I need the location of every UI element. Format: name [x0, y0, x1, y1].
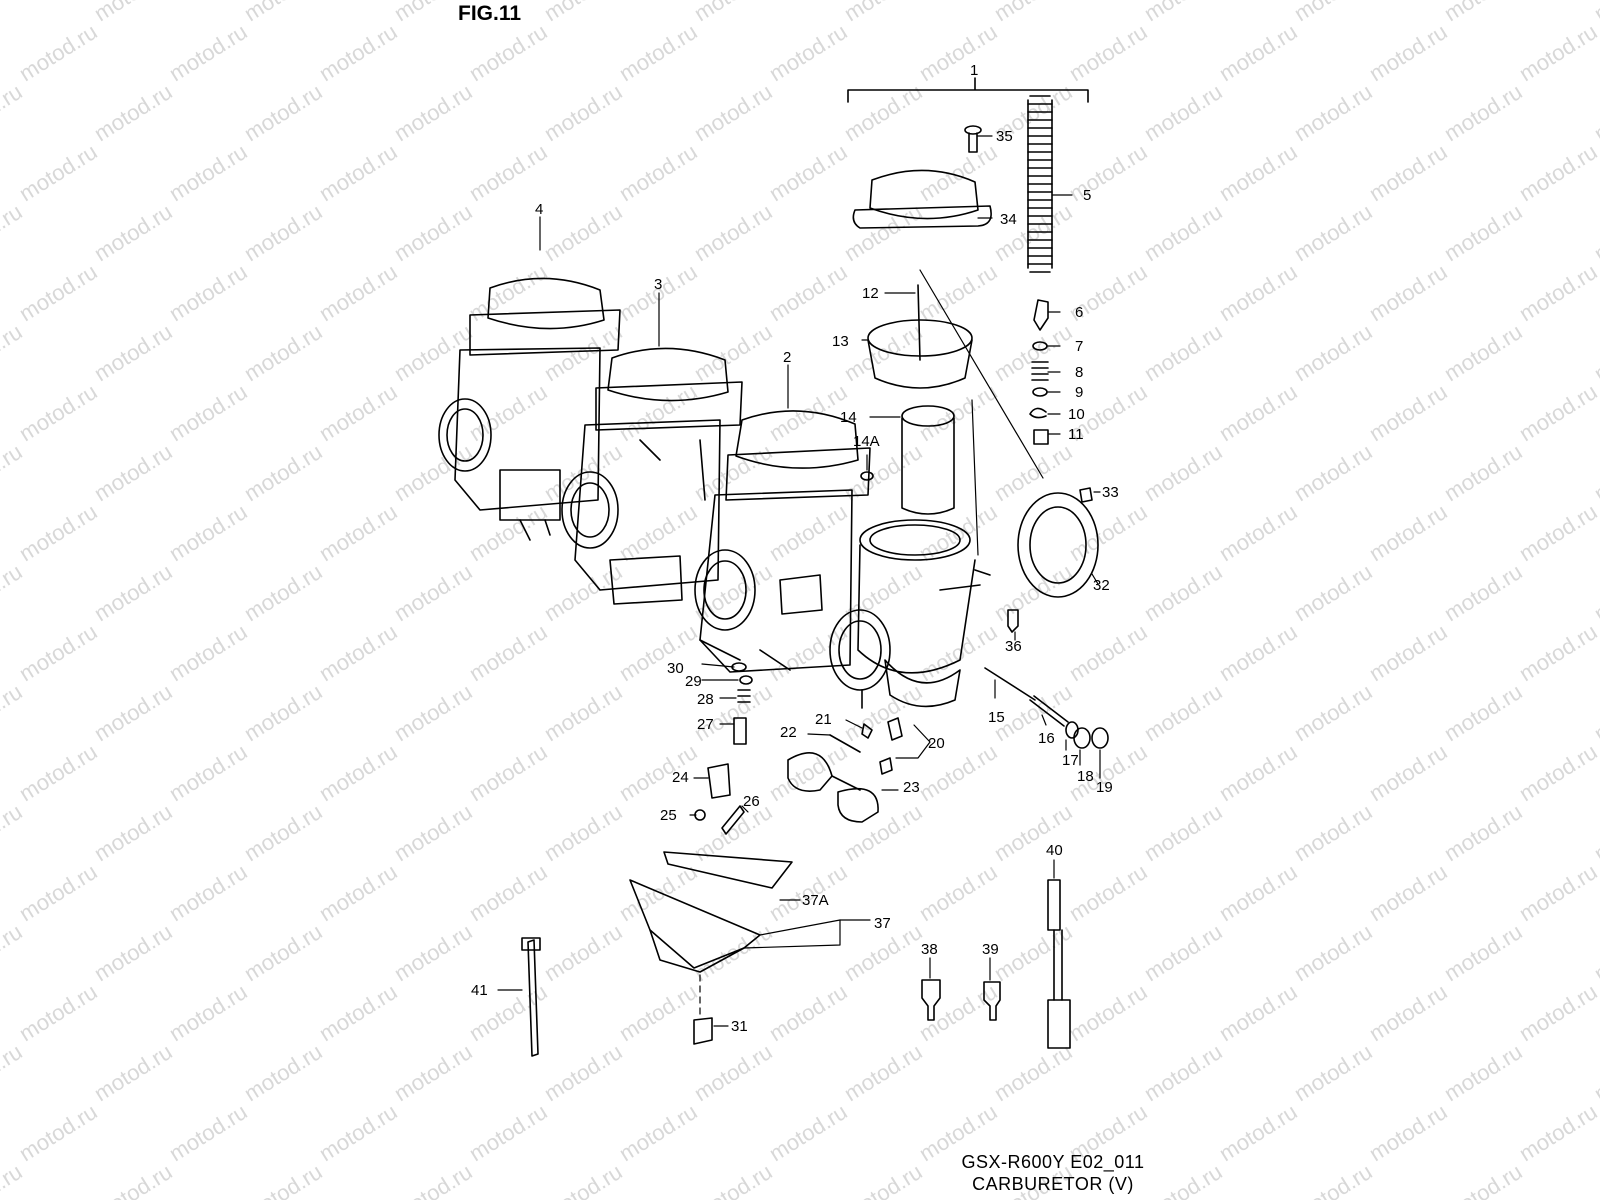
callout-10: 10: [1068, 406, 1085, 423]
part-13-diaphragm: [867, 319, 973, 389]
callout-5: 5: [1083, 187, 1091, 204]
part-5-spring: [1027, 95, 1053, 273]
part-39-sensor: [983, 981, 1001, 1021]
callout-14: 14: [840, 409, 857, 426]
callout-41: 41: [471, 982, 488, 999]
callout-13: 13: [832, 333, 849, 350]
callout-19: 19: [1096, 779, 1113, 796]
carburetor-3: [561, 347, 743, 605]
callout-36: 36: [1005, 638, 1022, 655]
callout-40: 40: [1046, 842, 1063, 859]
part-18-seal: [1073, 727, 1091, 749]
part-8-spring: [1031, 361, 1049, 381]
part-24-jet: [707, 763, 731, 799]
part-28-spring: [737, 689, 751, 703]
callout-33: 33: [1102, 484, 1119, 501]
part-22-float-pin: [829, 734, 861, 753]
callout-1: 1: [970, 62, 978, 79]
figure-title: FIG.11: [458, 2, 522, 25]
part-23-float: [787, 752, 879, 823]
part-14-piston: [901, 405, 955, 515]
leader-lines: [497, 135, 1101, 1027]
callout-16: 16: [1038, 730, 1055, 747]
callout-27: 27: [697, 716, 714, 733]
callout-23: 23: [903, 779, 920, 796]
callout-35: 35: [996, 128, 1013, 145]
callout-21: 21: [815, 711, 832, 728]
carburetor-2: [694, 410, 871, 673]
callout-37: 37: [874, 915, 891, 932]
callout-11: 11: [1068, 426, 1084, 443]
part-6-screw: [1033, 299, 1049, 331]
part-31-drain-screw: [693, 1017, 713, 1045]
callout-8: 8: [1075, 364, 1083, 381]
callout-25: 25: [660, 807, 677, 824]
callout-6: 6: [1075, 304, 1083, 321]
callout-14a: 14A: [853, 433, 880, 450]
callout-17: 17: [1062, 752, 1079, 769]
part-11-nut: [1033, 429, 1049, 445]
part-41-cable-tie: [527, 939, 539, 1057]
part-21-screw: [861, 723, 873, 739]
part-33-screw: [1079, 487, 1093, 503]
figure-name-caption: CARBURETOR (V): [972, 1174, 1134, 1194]
part-37-float-chamber: [629, 851, 793, 973]
callout-22: 22: [780, 724, 797, 741]
callout-3: 3: [654, 276, 662, 293]
part-19-nut: [1091, 727, 1109, 749]
part-35-screw: [964, 125, 982, 153]
part-12-jet-needle: [917, 284, 921, 361]
part-16-spring: [1029, 695, 1069, 727]
callout-29: 29: [685, 673, 702, 690]
part-7-washer: [1032, 341, 1048, 351]
part-29-o-ring: [739, 675, 753, 685]
callout-9: 9: [1075, 384, 1083, 401]
callout-4: 4: [535, 201, 543, 218]
callout-15: 15: [988, 709, 1005, 726]
part-34-top-cap: [852, 169, 992, 229]
callout-24: 24: [672, 769, 689, 786]
carburetor-1-body: [829, 519, 991, 709]
part-10-clip: [1029, 407, 1047, 419]
part-20-needle-valve: [879, 717, 903, 775]
callout-18: 18: [1077, 768, 1094, 785]
part-26-pilot-jet: [721, 805, 745, 835]
carburetor-4: [438, 277, 621, 541]
callout-39: 39: [982, 941, 999, 958]
callout-38: 38: [921, 941, 938, 958]
callout-37a: 37A: [802, 892, 829, 909]
part-14a-o-ring: [860, 471, 874, 481]
part-40-heater: [1047, 879, 1071, 1049]
part-15-rod: [984, 667, 1036, 701]
callout-2: 2: [783, 349, 791, 366]
callout-31: 31: [731, 1018, 748, 1035]
callout-12: 12: [862, 285, 879, 302]
model-caption: GSX-R600Y E02_011: [961, 1152, 1145, 1172]
callout-28: 28: [697, 691, 714, 708]
part-32-cover: [1017, 492, 1099, 598]
callout-7: 7: [1075, 338, 1083, 355]
part-9-washer: [1032, 387, 1048, 397]
callout-34: 34: [1000, 211, 1017, 228]
part-38-sensor: [921, 979, 941, 1021]
part-36-screw: [1007, 609, 1019, 633]
assembly-bracket: [847, 77, 1089, 103]
part-27-screw: [733, 717, 747, 745]
callout-20: 20: [928, 735, 945, 752]
callout-30: 30: [667, 660, 684, 677]
callout-26: 26: [743, 793, 760, 810]
callout-32: 32: [1093, 577, 1110, 594]
